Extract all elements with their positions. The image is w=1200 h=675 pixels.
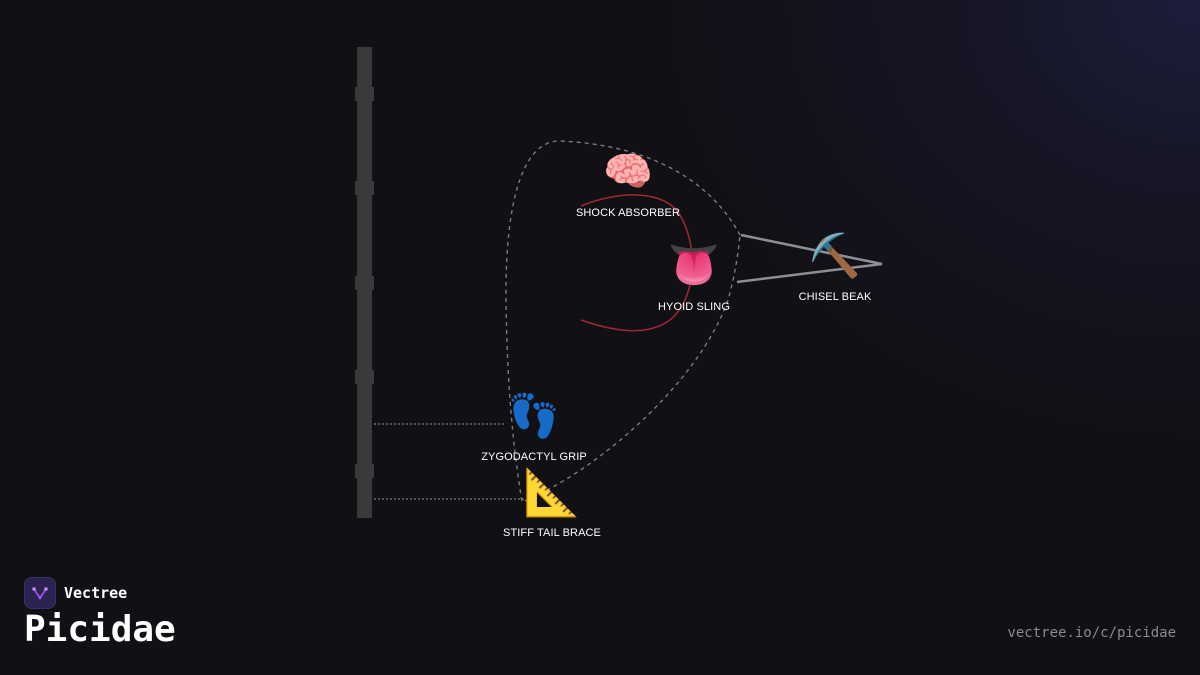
shock-absorber-label: SHOCK ABSORBER <box>575 207 681 219</box>
vectree-logo-mark <box>32 587 48 600</box>
beak-lower <box>736 262 883 284</box>
trunk-notch <box>355 370 374 384</box>
hyoid-sling-label: HYOID SLING <box>657 301 731 313</box>
trunk-notch <box>355 464 374 478</box>
stiff-tail-brace-label: STIFF TAIL BRACE <box>503 527 601 539</box>
chisel-beak-label: CHISEL BEAK <box>798 291 872 303</box>
vectree-logo-icon <box>24 577 56 609</box>
beak-upper <box>740 233 883 266</box>
page-url[interactable]: vectree.io/c/picidae <box>1007 625 1176 641</box>
tongue-icon: 👅 <box>667 240 721 289</box>
page-title: Picidae <box>24 609 176 650</box>
trunk-notch <box>355 181 374 195</box>
hyoid-path <box>580 194 694 332</box>
brand-name: Vectree <box>64 584 128 602</box>
brand: Vectree <box>24 577 127 609</box>
zygodactyl-grip-label: ZYGODACTYL GRIP <box>481 451 587 463</box>
brain-icon: 🧠 <box>603 149 653 195</box>
footprints-icon: 👣 <box>507 391 561 440</box>
pickaxe-icon: ⛏️ <box>808 231 862 280</box>
bird-body-outline <box>505 140 741 503</box>
tree-trunk <box>355 47 374 518</box>
trunk-notch <box>355 276 374 290</box>
triangular-ruler-icon: 📐 <box>523 465 581 519</box>
trunk-notch <box>355 87 374 101</box>
